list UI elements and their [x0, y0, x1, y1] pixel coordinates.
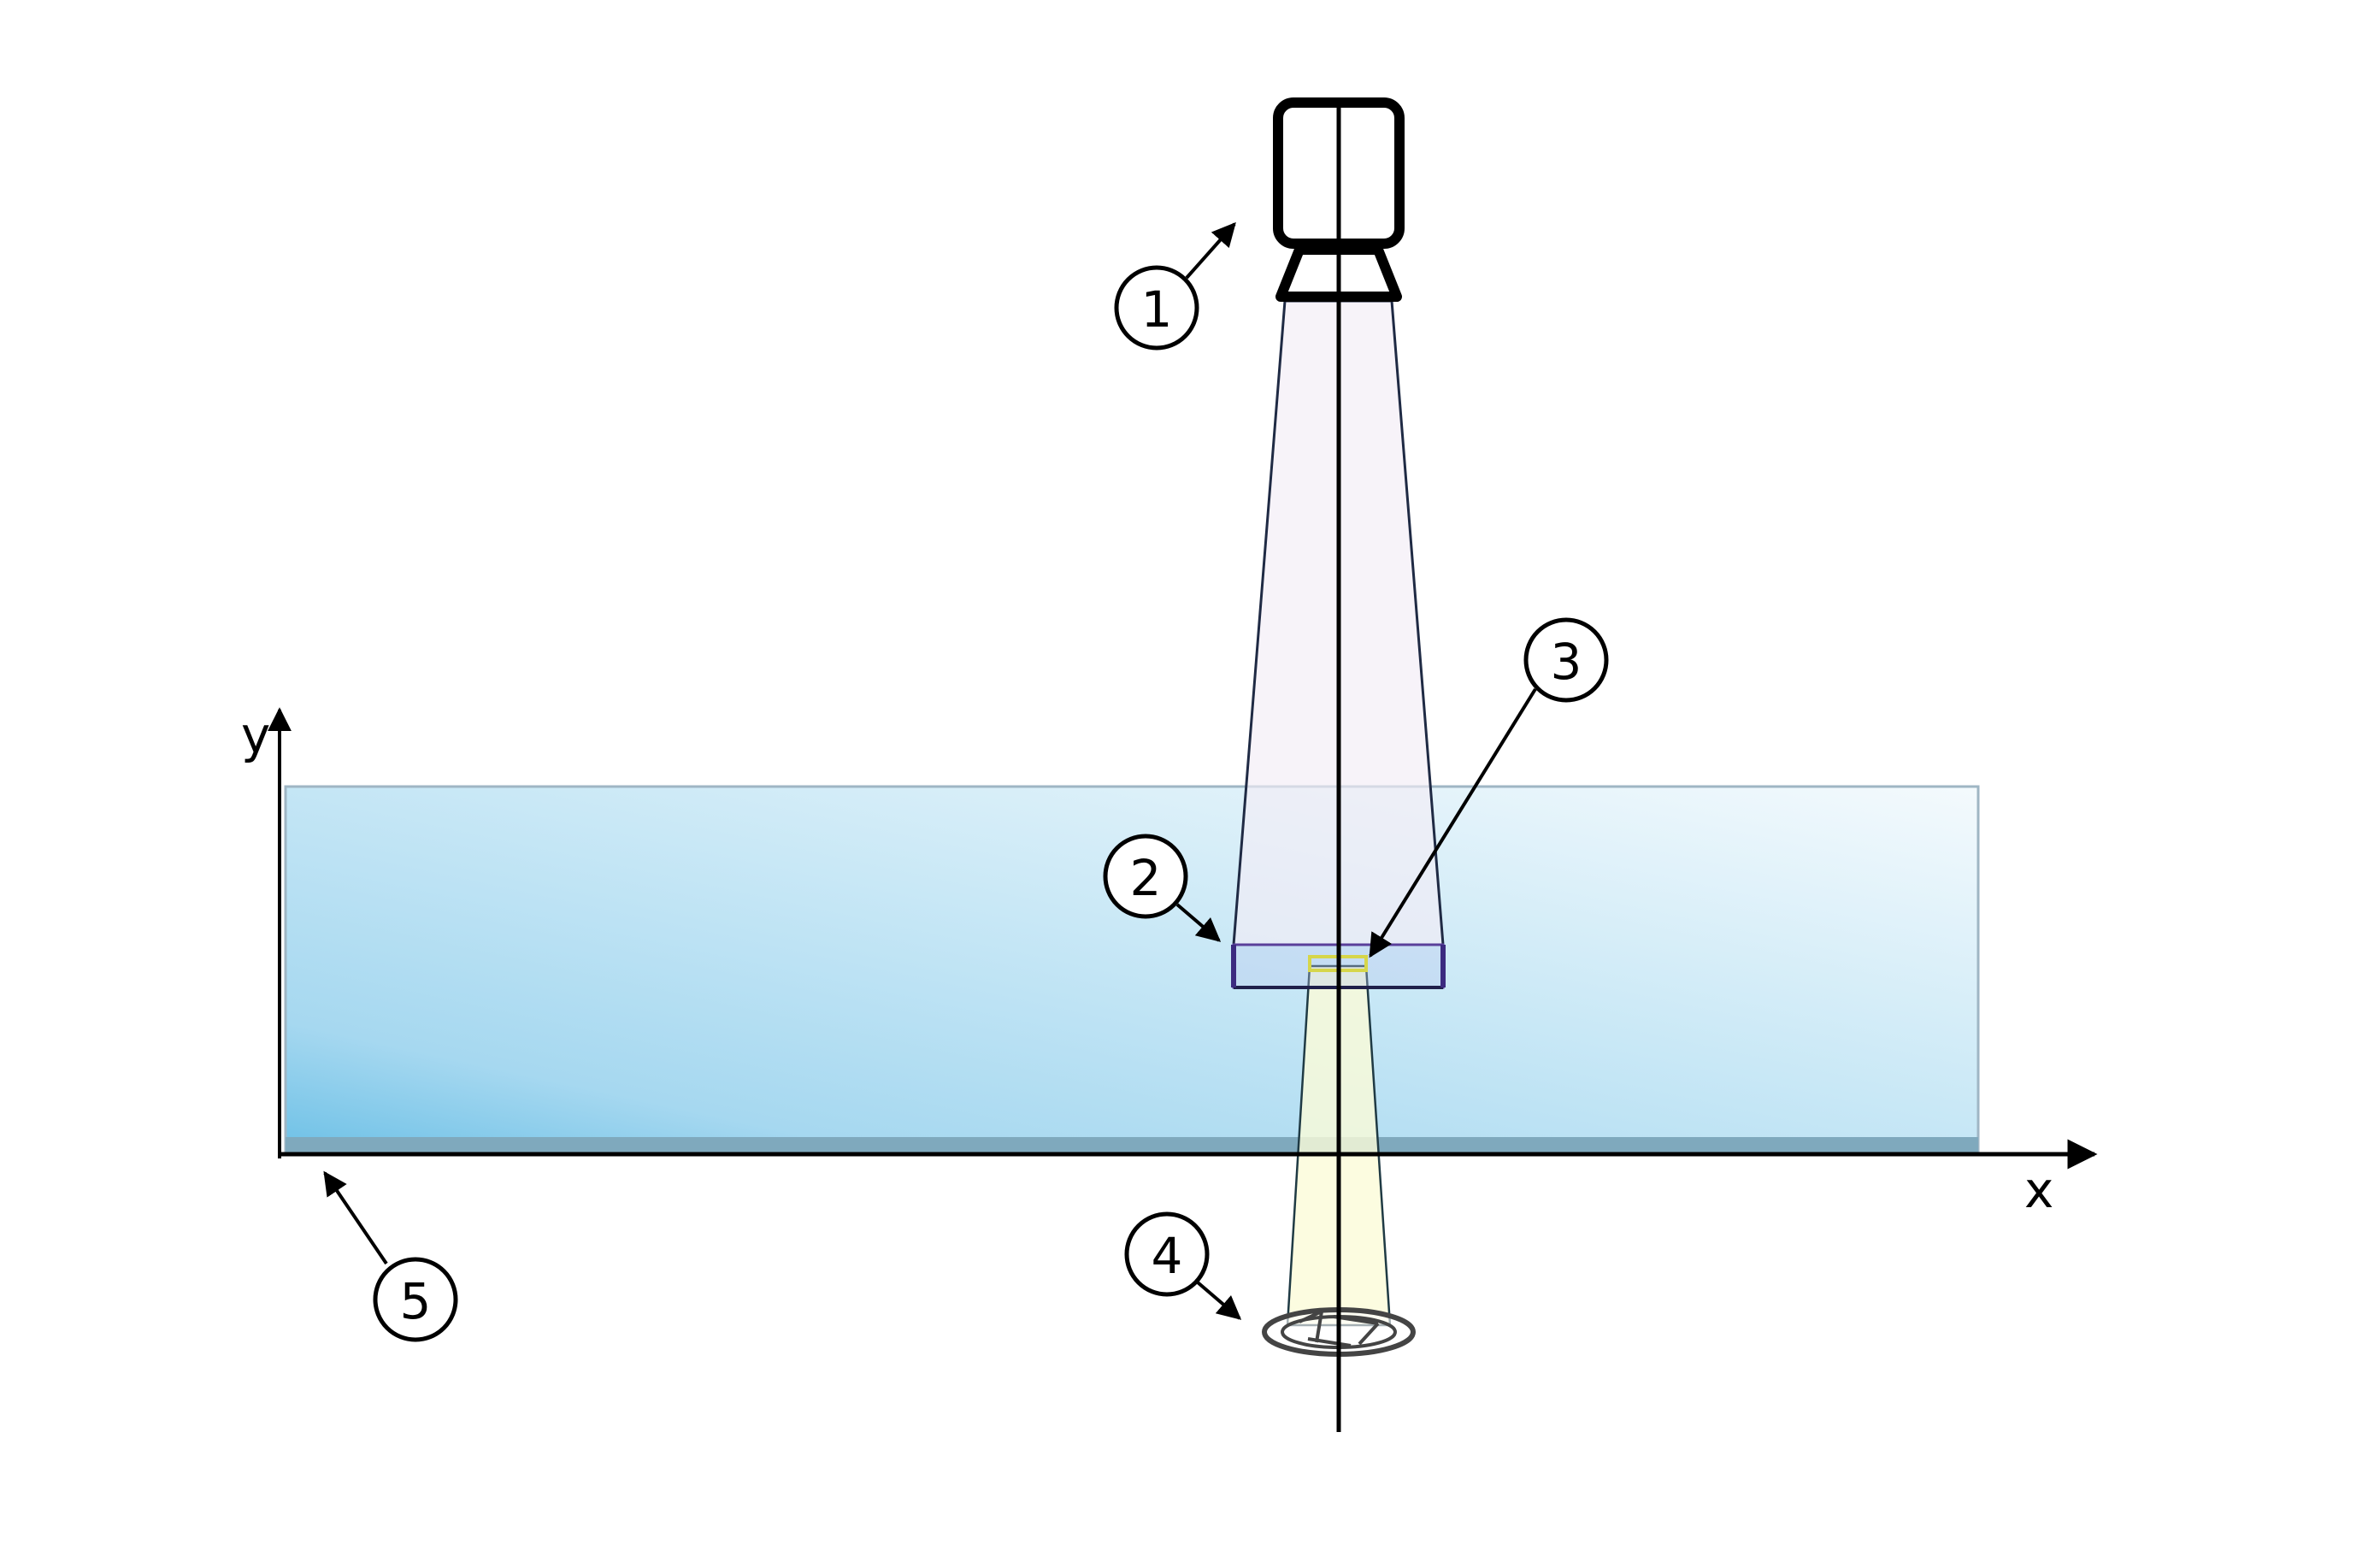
callout-2-circle [1103, 834, 1188, 919]
callout-2-label: 2 [1130, 849, 1162, 907]
callout-5-label: 5 [400, 1272, 432, 1330]
callout-2: 2 [1103, 834, 1222, 942]
callout-4: 4 [1124, 1211, 1242, 1320]
callout-1-label: 1 [1141, 280, 1173, 339]
callout-3-circle [1523, 617, 1609, 703]
callout-1-circle [1114, 265, 1199, 351]
callout-3-label: 3 [1551, 633, 1582, 691]
callout-5-arrow [323, 1170, 388, 1265]
callout-1: 1 [1114, 221, 1236, 351]
callout-5-circle [373, 1257, 458, 1342]
ground-plate [286, 1137, 1978, 1152]
callout-3: 3 [1369, 617, 1609, 958]
callout-5: 5 [323, 1170, 458, 1342]
callout-3-arrow [1369, 687, 1537, 958]
x-axis-label: x [2024, 1161, 2053, 1219]
callout-4-circle [1124, 1211, 1210, 1297]
callout-2-arrow [1175, 903, 1222, 942]
callout-1-arrow [1185, 221, 1236, 280]
callout-4-label: 4 [1152, 1227, 1183, 1285]
callout-4-arrow [1196, 1281, 1242, 1320]
y-axis-label: y [241, 706, 270, 764]
